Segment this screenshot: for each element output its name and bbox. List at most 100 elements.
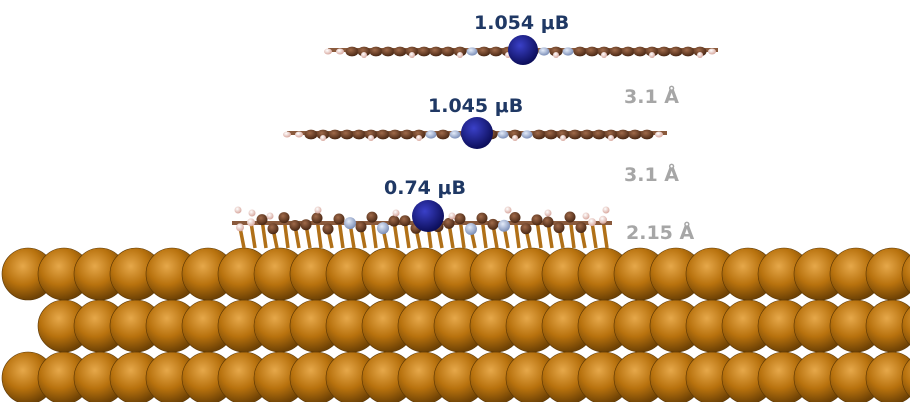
magnetic-moment-label-top: 1.054 μB xyxy=(474,12,570,34)
hydrogen-atom xyxy=(234,206,242,214)
distance-label-bottom: 2.15 Å xyxy=(626,222,695,244)
hydrogen-atom xyxy=(336,48,344,55)
carbon-atom xyxy=(628,129,642,140)
substrate-atom xyxy=(901,358,910,398)
carbon-atom xyxy=(352,129,366,140)
metal-center-atom xyxy=(412,200,444,232)
nitrogen-atom xyxy=(465,222,477,235)
hydrogen-atom xyxy=(409,52,415,58)
carbon-atom xyxy=(366,211,378,223)
carbon-atom xyxy=(669,46,683,57)
substrate-atom xyxy=(865,247,910,301)
carbon-atom xyxy=(657,46,671,57)
hydrogen-atom xyxy=(247,218,255,227)
carbon-atom xyxy=(300,219,312,231)
carbon-atom xyxy=(542,216,554,228)
carbon-atom xyxy=(487,218,499,230)
substrate-slab xyxy=(1,247,910,402)
carbon-atom xyxy=(573,46,587,57)
carbon-atom xyxy=(399,215,411,227)
carbon-atom xyxy=(509,211,521,223)
carbon-atom xyxy=(289,219,301,231)
carbon-atom xyxy=(417,46,431,57)
hydrogen-atom xyxy=(649,52,655,58)
carbon-atom xyxy=(476,212,488,224)
hydrogen-atom xyxy=(602,206,610,214)
carbon-atom xyxy=(328,129,342,140)
molecule-layer-adsorbed xyxy=(232,200,612,235)
carbon-atom xyxy=(616,129,630,140)
carbon-atom xyxy=(597,46,611,57)
carbon-atom xyxy=(553,222,565,234)
hydrogen-atom xyxy=(457,52,463,58)
carbon-atom xyxy=(388,215,400,227)
hydrogen-atom xyxy=(512,135,518,141)
carbon-atom xyxy=(412,129,426,140)
magnetic-moment-label-bottom: 0.74 μB xyxy=(384,177,466,199)
hydrogen-atom xyxy=(599,215,607,224)
carbon-atom xyxy=(369,46,383,57)
carbon-atom xyxy=(364,129,378,140)
nitrogen-atom xyxy=(562,47,574,56)
carbon-atom xyxy=(405,46,419,57)
carbon-atom xyxy=(633,46,647,57)
hydrogen-atom xyxy=(588,218,596,227)
carbon-atom xyxy=(645,46,659,57)
carbon-atom xyxy=(454,213,466,225)
carbon-atom xyxy=(443,217,455,229)
carbon-atom xyxy=(278,212,290,224)
hydrogen-atom xyxy=(560,135,566,141)
hydrogen-atom xyxy=(392,209,400,217)
hydrogen-atom xyxy=(283,131,291,138)
molecule-layer-middle xyxy=(283,117,667,149)
carbon-atom xyxy=(441,46,455,57)
hydrogen-atom xyxy=(448,212,456,220)
carbon-atom xyxy=(681,46,695,57)
carbon-atom xyxy=(564,211,576,223)
carbon-atom xyxy=(604,129,618,140)
hydrogen-atom xyxy=(295,131,303,138)
hydrogen-atom xyxy=(324,48,332,55)
nitrogen-atom xyxy=(521,130,533,139)
carbon-atom xyxy=(304,129,318,140)
hydrogen-atom xyxy=(708,48,716,55)
carbon-atom xyxy=(508,129,522,140)
distance-label-middle: 3.1 Å xyxy=(624,164,679,186)
carbon-atom xyxy=(621,46,635,57)
carbon-atom xyxy=(345,46,359,57)
nitrogen-atom xyxy=(497,130,509,139)
hydrogen-atom xyxy=(582,212,590,220)
magnetic-moment-label-middle: 1.045 μB xyxy=(428,95,524,117)
carbon-atom xyxy=(267,223,279,235)
hydrogen-atom xyxy=(416,135,422,141)
hydrogen-atom xyxy=(697,52,703,58)
hydrogen-atom xyxy=(544,209,552,217)
hydrogen-atom xyxy=(504,206,512,214)
carbon-atom xyxy=(592,129,606,140)
substrate-atom xyxy=(901,254,910,294)
nitrogen-atom xyxy=(466,47,478,56)
nitrogen-atom xyxy=(377,222,389,235)
carbon-atom xyxy=(693,46,707,57)
carbon-atom xyxy=(400,129,414,140)
carbon-atom xyxy=(256,214,268,226)
nitrogen-atom xyxy=(449,130,461,139)
hydrogen-atom xyxy=(314,206,322,214)
hydrogen-atom xyxy=(320,135,326,141)
hydrogen-atom xyxy=(553,52,559,58)
carbon-atom xyxy=(489,46,503,57)
hydrogen-atom xyxy=(601,52,607,58)
carbon-atom xyxy=(393,46,407,57)
substrate-atom xyxy=(901,306,910,346)
nitrogen-atom xyxy=(498,219,510,232)
hydrogen-atom xyxy=(655,131,663,138)
carbon-atom xyxy=(575,222,587,234)
carbon-atom xyxy=(429,46,443,57)
carbon-atom xyxy=(580,129,594,140)
metal-center-atom xyxy=(461,117,493,149)
surface-bond xyxy=(249,222,257,249)
carbon-atom xyxy=(531,214,543,226)
carbon-atom xyxy=(388,129,402,140)
carbon-atom xyxy=(532,129,546,140)
